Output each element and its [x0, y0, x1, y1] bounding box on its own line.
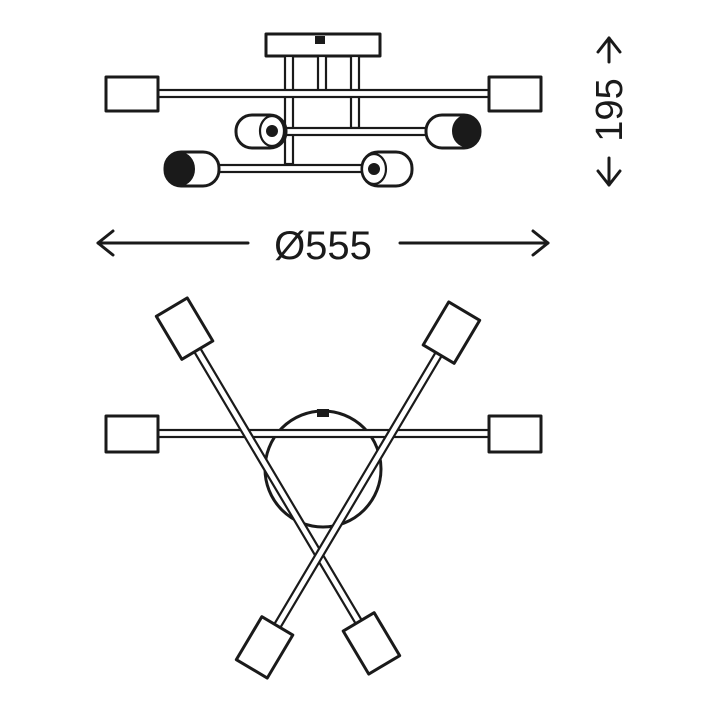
shade-upper-left	[104, 75, 160, 113]
shade-top-right	[421, 300, 482, 365]
height-dimension: 195	[589, 36, 631, 187]
diameter-arrow-left	[96, 229, 115, 257]
shade-opening-middle-right	[452, 115, 480, 147]
side-view	[104, 32, 543, 188]
arm-diagonal-a	[154, 296, 402, 676]
stem-left	[283, 54, 295, 166]
shade-bottom-right	[341, 611, 402, 676]
diameter-dimension: Ø555	[96, 224, 550, 268]
arm-lower	[213, 163, 367, 174]
shade-top-left	[154, 296, 215, 361]
diameter-label: Ø555	[274, 224, 372, 268]
top-view	[104, 296, 543, 680]
shade-bottom-left	[234, 615, 295, 680]
arm-diagonal-b	[234, 300, 482, 680]
arm-upper	[156, 88, 494, 99]
height-label: 195	[589, 78, 631, 141]
socket-hub-lower-right	[368, 163, 380, 175]
arm-horizontal	[156, 428, 492, 439]
shade-upper-right	[487, 75, 543, 113]
shade-right	[487, 414, 543, 454]
diameter-arrow-right	[531, 229, 550, 257]
canopy-disc	[263, 409, 383, 529]
canopy-screw	[317, 409, 329, 417]
shade-opening-lower-left	[165, 152, 195, 186]
stem-center	[316, 54, 328, 94]
socket-hub-middle-left	[266, 125, 278, 137]
shade-left	[104, 414, 160, 454]
arm-middle	[284, 126, 430, 137]
height-arrow-down	[596, 169, 622, 187]
plate-screw	[315, 36, 325, 44]
